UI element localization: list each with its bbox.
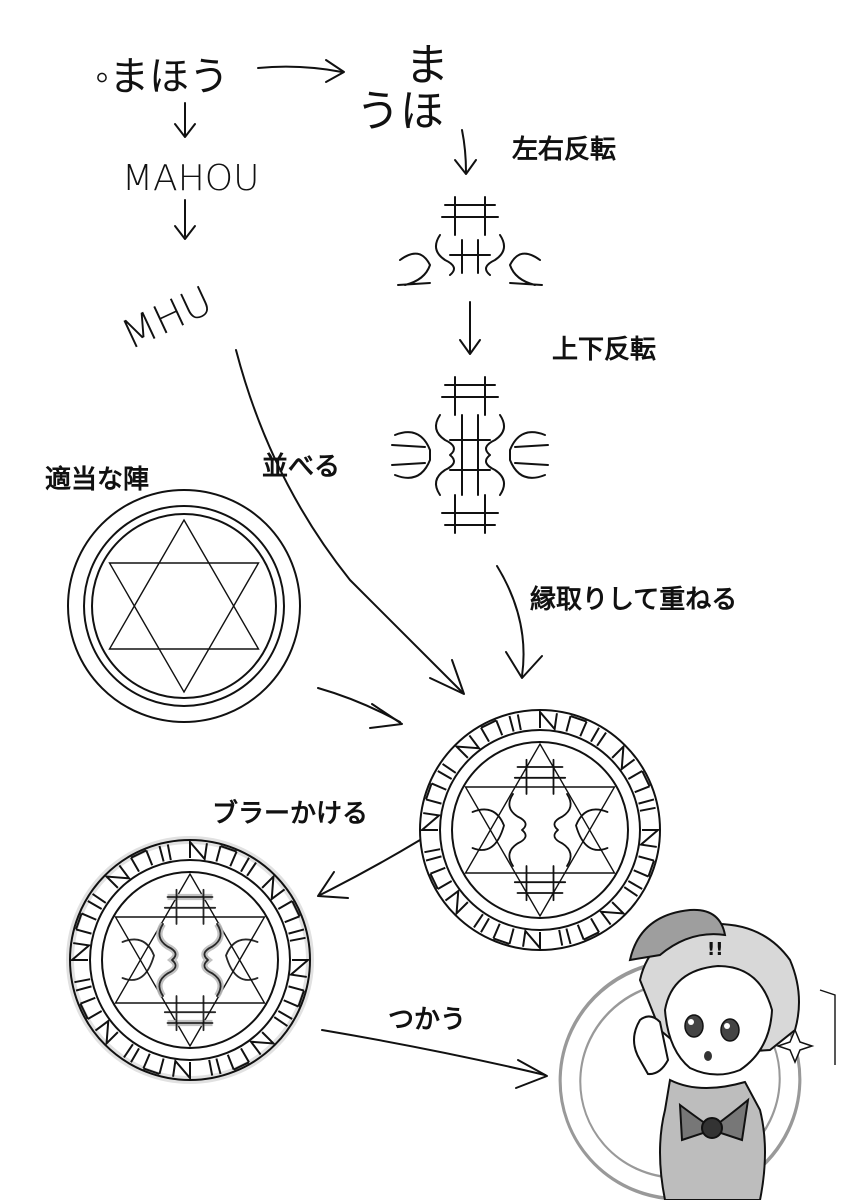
- arrow-arrange: [235, 349, 465, 695]
- rune-mark: [87, 893, 107, 910]
- rune-mark: [425, 782, 447, 805]
- rune-mark: [598, 901, 627, 926]
- four-way-glyph: [391, 376, 549, 534]
- rune-mark: [638, 798, 656, 812]
- rune-mark: [558, 928, 572, 946]
- rune-mark: [69, 942, 92, 961]
- rune-mark: [288, 959, 311, 978]
- consonants-text: MHU: [115, 278, 220, 359]
- rune-mark: [429, 866, 453, 890]
- rune-mark: [508, 714, 522, 732]
- down-arrow-1: [174, 102, 196, 138]
- outline-overlay-label: 縁取りして重ねる: [530, 584, 737, 615]
- rune-mark: [633, 855, 655, 878]
- combined-circle: [419, 709, 661, 951]
- rune-mark: [638, 829, 661, 848]
- random-circle-label: 適当な陣: [45, 464, 149, 495]
- rune-mark: [188, 839, 208, 862]
- rune-mark: [437, 763, 457, 780]
- rune-mark: [215, 845, 238, 867]
- rune-mark: [565, 715, 588, 737]
- rune-mark: [473, 913, 490, 933]
- rune-mark: [208, 1058, 222, 1076]
- rune-mark: [492, 923, 515, 945]
- rune-mark: [590, 727, 607, 747]
- arrow-circle-in: [317, 687, 403, 729]
- rune-mark: [172, 1058, 191, 1081]
- exclaim-text: !!: [707, 939, 723, 960]
- rune-mark: [419, 812, 442, 831]
- rune-mark: [240, 857, 257, 877]
- rune-mark: [611, 743, 636, 772]
- use-label: つかう: [388, 1005, 466, 1035]
- rune-mark: [94, 1018, 119, 1047]
- rune-mark: [103, 864, 132, 889]
- rune-mark: [623, 880, 643, 897]
- rune-mark: [283, 985, 305, 1008]
- rune-mark: [226, 1047, 250, 1071]
- rune-mark: [424, 848, 442, 862]
- rune-mark: [79, 996, 103, 1020]
- rune-mark: [75, 912, 97, 935]
- rune-mark: [273, 1010, 293, 1027]
- character-illustration: !!: [558, 908, 836, 1200]
- rune-mark: [627, 770, 651, 794]
- rune-mark: [277, 900, 301, 924]
- vertical-kana-bottom: うほ: [356, 86, 444, 137]
- rune-mark: [522, 928, 541, 951]
- mirror-lr-label: 左右反転: [512, 135, 616, 165]
- rune-ring-blurred: [69, 839, 311, 1081]
- apply-blur-label: ブラーかける: [212, 798, 368, 829]
- rune-mark: [123, 1043, 140, 1063]
- rune-mark: [539, 709, 558, 732]
- down-arrow-2: [174, 199, 196, 240]
- arrow-outline: [496, 565, 543, 679]
- rune-mark: [288, 928, 306, 942]
- vertical-kana-top: ま: [405, 40, 449, 91]
- rune-mark: [261, 873, 286, 902]
- rune-mark: [158, 844, 172, 862]
- rune-mark: [480, 719, 504, 743]
- rune-mark: [453, 734, 482, 759]
- blurred-circle: [66, 836, 314, 1084]
- down-arrow-3: [454, 129, 477, 175]
- rune-mark: [130, 849, 154, 873]
- right-arrow-top: [257, 59, 345, 83]
- arrow-use: [321, 1029, 548, 1089]
- romaji-text: MAHOU: [122, 158, 259, 199]
- rune-mark: [576, 917, 600, 941]
- mirror-ud-label: 上下反転: [552, 335, 656, 365]
- rune-mark: [444, 888, 469, 917]
- start-word-text: ◦まほう: [95, 54, 229, 100]
- rune-mark: [74, 978, 92, 992]
- rune-ring: [419, 709, 661, 951]
- down-arrow-4: [459, 301, 481, 355]
- mirrored-glyph: [397, 196, 543, 286]
- arrow-blur: [317, 839, 421, 899]
- hexagram-circle: [67, 489, 301, 723]
- rune-mark: [248, 1031, 277, 1056]
- rune-mark: [142, 1053, 165, 1075]
